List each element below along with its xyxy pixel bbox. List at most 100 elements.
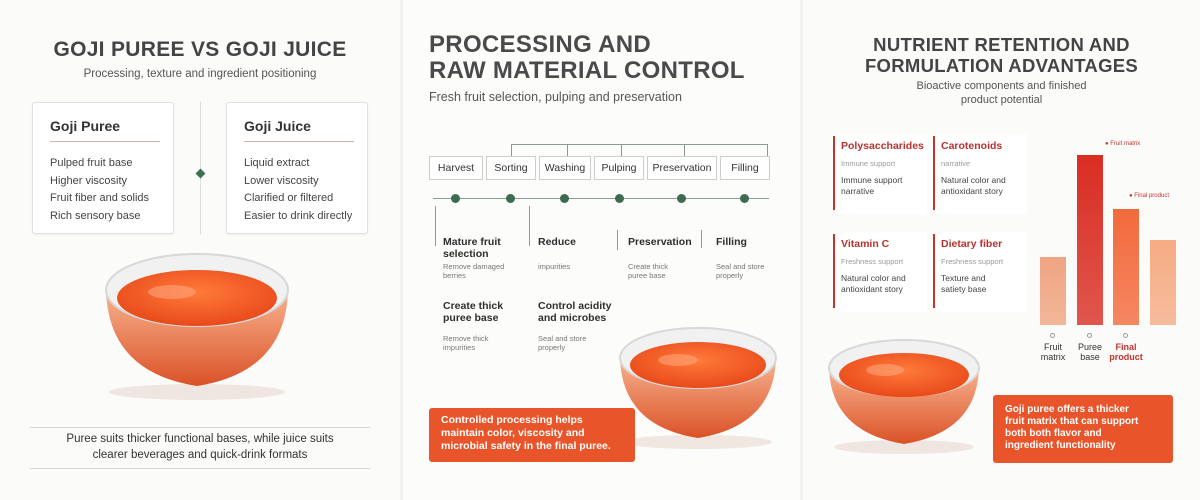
- detail-note: impurities: [538, 262, 571, 271]
- panel1-footer: Puree suits thicker functional bases, wh…: [30, 432, 370, 463]
- legend-final-product: ● Final product: [1129, 193, 1169, 199]
- accent-bar: [933, 136, 935, 210]
- processing-callout: Controlled processing helps maintain col…: [429, 408, 635, 462]
- list-item: Lower viscosity: [244, 174, 319, 187]
- step-washing: Washing: [539, 156, 591, 180]
- timeline-node: [615, 194, 624, 203]
- processing-panel: PROCESSING AND RAW MATERIAL CONTROL Fres…: [403, 0, 800, 500]
- callout-line: microbial safety in the final puree.: [441, 440, 611, 452]
- nutrient-tag: Freshness support: [941, 257, 1004, 266]
- goji-juice-card: Goji Juice Liquid extract Lower viscosit…: [226, 102, 368, 234]
- callout-line: Goji puree offers a thicker: [1005, 404, 1129, 415]
- category-marker-icon: [1050, 333, 1055, 338]
- chart-bar: [1113, 209, 1139, 325]
- footer-line: clearer beverages and quick-drink format…: [92, 448, 308, 461]
- connector-line: [435, 206, 436, 246]
- panel2-title: PROCESSING AND RAW MATERIAL CONTROL: [429, 32, 745, 84]
- nutrient-panel: NUTRIENT RETENTION AND FORMULATION ADVAN…: [803, 0, 1200, 500]
- flow-line: [684, 144, 685, 156]
- subtitle-line: Bioactive components and finished: [916, 80, 1087, 92]
- detail-title: Preservation: [628, 236, 692, 248]
- chart-bar-extra: [1150, 240, 1176, 325]
- timeline-node: [677, 194, 686, 203]
- connector-line: [617, 230, 618, 250]
- callout-line: ingredient functionality: [1005, 440, 1116, 451]
- title-line: PROCESSING AND: [429, 31, 652, 58]
- nutrient-card-dietary-fiber: Dietary fiber Freshness support Texture …: [935, 232, 1027, 312]
- nutrient-tag: Immune support: [841, 159, 896, 168]
- card-divider: [244, 141, 354, 142]
- goji-puree-card: Goji Puree Pulped fruit base Higher visc…: [32, 102, 174, 234]
- category-label: Fruit matrix: [1040, 342, 1066, 362]
- connector-line: [529, 206, 530, 246]
- panel2-subtitle: Fresh fruit selection, pulping and prese…: [429, 90, 682, 104]
- step-preservation: Preservation: [647, 156, 717, 180]
- puree-bowl-image: [105, 253, 289, 400]
- footer-rule-top: [30, 427, 370, 428]
- goji-puree-list: Pulped fruit base Higher viscosity Fruit…: [50, 155, 149, 225]
- vertical-divider: [200, 102, 201, 234]
- category-label: Final product: [1109, 342, 1143, 362]
- title-line: NUTRIENT RETENTION AND: [873, 34, 1130, 55]
- card-divider: [50, 141, 160, 142]
- title-line: FORMULATION ADVANTAGES: [864, 55, 1139, 76]
- flow-line: [511, 144, 512, 156]
- nutrient-tag: Freshness support: [841, 257, 904, 266]
- nutrient-title: Carotenoids: [941, 140, 1003, 152]
- callout-line: Controlled processing helps: [441, 414, 583, 426]
- flow-line: [511, 144, 767, 145]
- nutrient-title: Vitamin C: [841, 238, 890, 250]
- callout-line: both both flavor and: [1005, 428, 1102, 439]
- category-marker-icon: [1123, 333, 1128, 338]
- category-marker-icon: [1087, 333, 1092, 338]
- callout-line: fruit matrix that can support: [1005, 416, 1139, 427]
- panel3-subtitle: Bioactive components and finished produc…: [803, 80, 1200, 107]
- step-pulping: Pulping: [594, 156, 644, 180]
- nutrient-card-vitamin-c: Vitamin C Freshness support Natural colo…: [835, 232, 927, 312]
- timeline-node: [740, 194, 749, 203]
- panel1-title: GOJI PUREE VS GOJI JUICE: [53, 38, 347, 61]
- list-item: Pulped fruit base: [50, 157, 133, 169]
- list-item: Higher viscosity: [50, 174, 128, 187]
- goji-juice-title: Goji Juice: [244, 118, 311, 134]
- puree-bowl-image: [619, 327, 777, 449]
- timeline-line: [433, 198, 769, 199]
- accent-bar: [833, 234, 835, 308]
- category-label: Puree base: [1077, 342, 1103, 362]
- nutrient-title: Dietary fiber: [941, 238, 1003, 250]
- step-sorting: Sorting: [486, 156, 536, 180]
- legend-fruit-matrix: ● Fruit matrix: [1105, 141, 1141, 147]
- nutrient-tag: narrative: [941, 159, 971, 168]
- detail-title: Filling: [716, 236, 747, 248]
- goji-puree-title: Goji Puree: [50, 118, 121, 134]
- list-item: Easier to drink directly: [244, 209, 353, 222]
- callout-line: maintain color, viscosity and: [441, 427, 585, 439]
- connector-line: [701, 230, 702, 248]
- footer-rule-bottom: [30, 468, 370, 469]
- flow-line: [767, 144, 768, 156]
- accent-bar: [933, 234, 935, 308]
- diamond-icon: [195, 168, 206, 179]
- comparison-panel: GOJI PUREE VS GOJI JUICE Processing, tex…: [0, 0, 400, 500]
- subtitle-line: product potential: [960, 93, 1043, 106]
- flow-line: [567, 144, 568, 156]
- flow-line: [621, 144, 622, 156]
- list-item: Liquid extract: [244, 157, 310, 169]
- detail-title: Reduce: [538, 236, 576, 248]
- nutrient-title: Polysaccharides: [841, 140, 924, 152]
- goji-juice-list: Liquid extract Lower viscosity Clarified…: [244, 155, 352, 225]
- chart-bar: [1040, 257, 1066, 325]
